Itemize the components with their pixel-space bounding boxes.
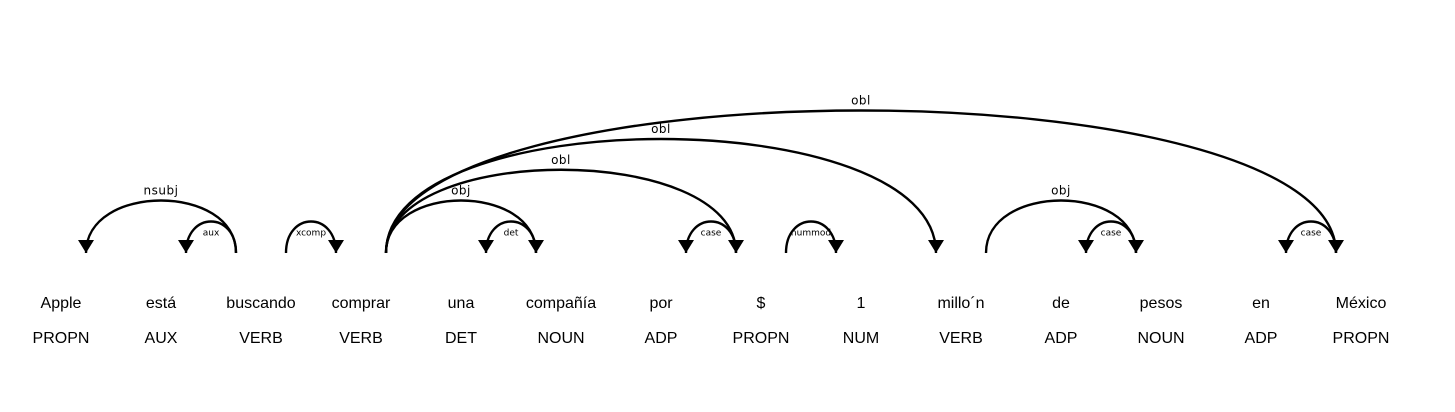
- token-tag: NUM: [843, 330, 879, 347]
- arc-arrowhead: [928, 240, 944, 253]
- arcs-layer: nsubj aux xcomp obj det obl case nummod obl obj ca…: [78, 94, 1344, 254]
- token-tag: ADP: [1245, 330, 1278, 347]
- arc-arrowhead: [328, 240, 344, 253]
- arc-label: obl: [851, 94, 871, 108]
- arc-label: case: [1101, 229, 1122, 239]
- token-tag: AUX: [145, 330, 178, 347]
- arc-label: obl: [651, 122, 671, 136]
- token-word: en: [1252, 295, 1270, 312]
- arc-arrowhead: [78, 240, 94, 253]
- token-tag: NOUN: [537, 330, 584, 347]
- dependency-arc: [984, 199, 1138, 254]
- arc-label: case: [1301, 229, 1322, 239]
- token-word: Apple: [41, 295, 82, 312]
- arc-label: nummod: [791, 229, 831, 239]
- token-word: México: [1336, 295, 1387, 312]
- arc-arrowhead: [828, 240, 844, 253]
- dependency-arc: [384, 168, 738, 254]
- token-tag: PROPN: [733, 330, 790, 347]
- arc-label: aux: [203, 229, 220, 239]
- arc-label: obl: [551, 153, 571, 167]
- token-word: buscando: [226, 295, 295, 312]
- token-word: por: [649, 295, 673, 312]
- token-word: compañía: [526, 295, 596, 312]
- token-word: pesos: [1140, 295, 1183, 312]
- token-tag: PROPN: [1333, 330, 1390, 347]
- arc-arrowhead: [178, 240, 194, 253]
- token-word: comprar: [332, 295, 391, 312]
- arc-arrowhead: [1078, 240, 1094, 253]
- arc-label: case: [701, 229, 722, 239]
- token-tag: ADP: [645, 330, 678, 347]
- token-word: de: [1052, 295, 1070, 312]
- token-tag: PROPN: [33, 330, 90, 347]
- dependency-arc: [384, 109, 1338, 254]
- arc-label: nsubj: [144, 184, 179, 198]
- token-tag: VERB: [939, 330, 983, 347]
- token-tag: DET: [445, 330, 477, 347]
- token-word: millo´n: [937, 295, 984, 312]
- arc-label: xcomp: [296, 229, 326, 239]
- token-tag: VERB: [339, 330, 383, 347]
- arc-arrowhead: [1278, 240, 1294, 253]
- arc-label: det: [504, 229, 519, 239]
- arc-arrowhead: [678, 240, 694, 253]
- token-tag: NOUN: [1137, 330, 1184, 347]
- token-word: 1: [857, 295, 866, 312]
- token-word: está: [146, 295, 176, 312]
- arc-label: obj: [1051, 184, 1071, 198]
- token-tag: VERB: [239, 330, 283, 347]
- token-tag: ADP: [1045, 330, 1078, 347]
- arc-label: obj: [451, 184, 471, 198]
- arc-arrowhead: [478, 240, 494, 253]
- token-word: una: [448, 295, 475, 312]
- dependency-arc: [84, 199, 238, 254]
- token-word: $: [757, 295, 766, 312]
